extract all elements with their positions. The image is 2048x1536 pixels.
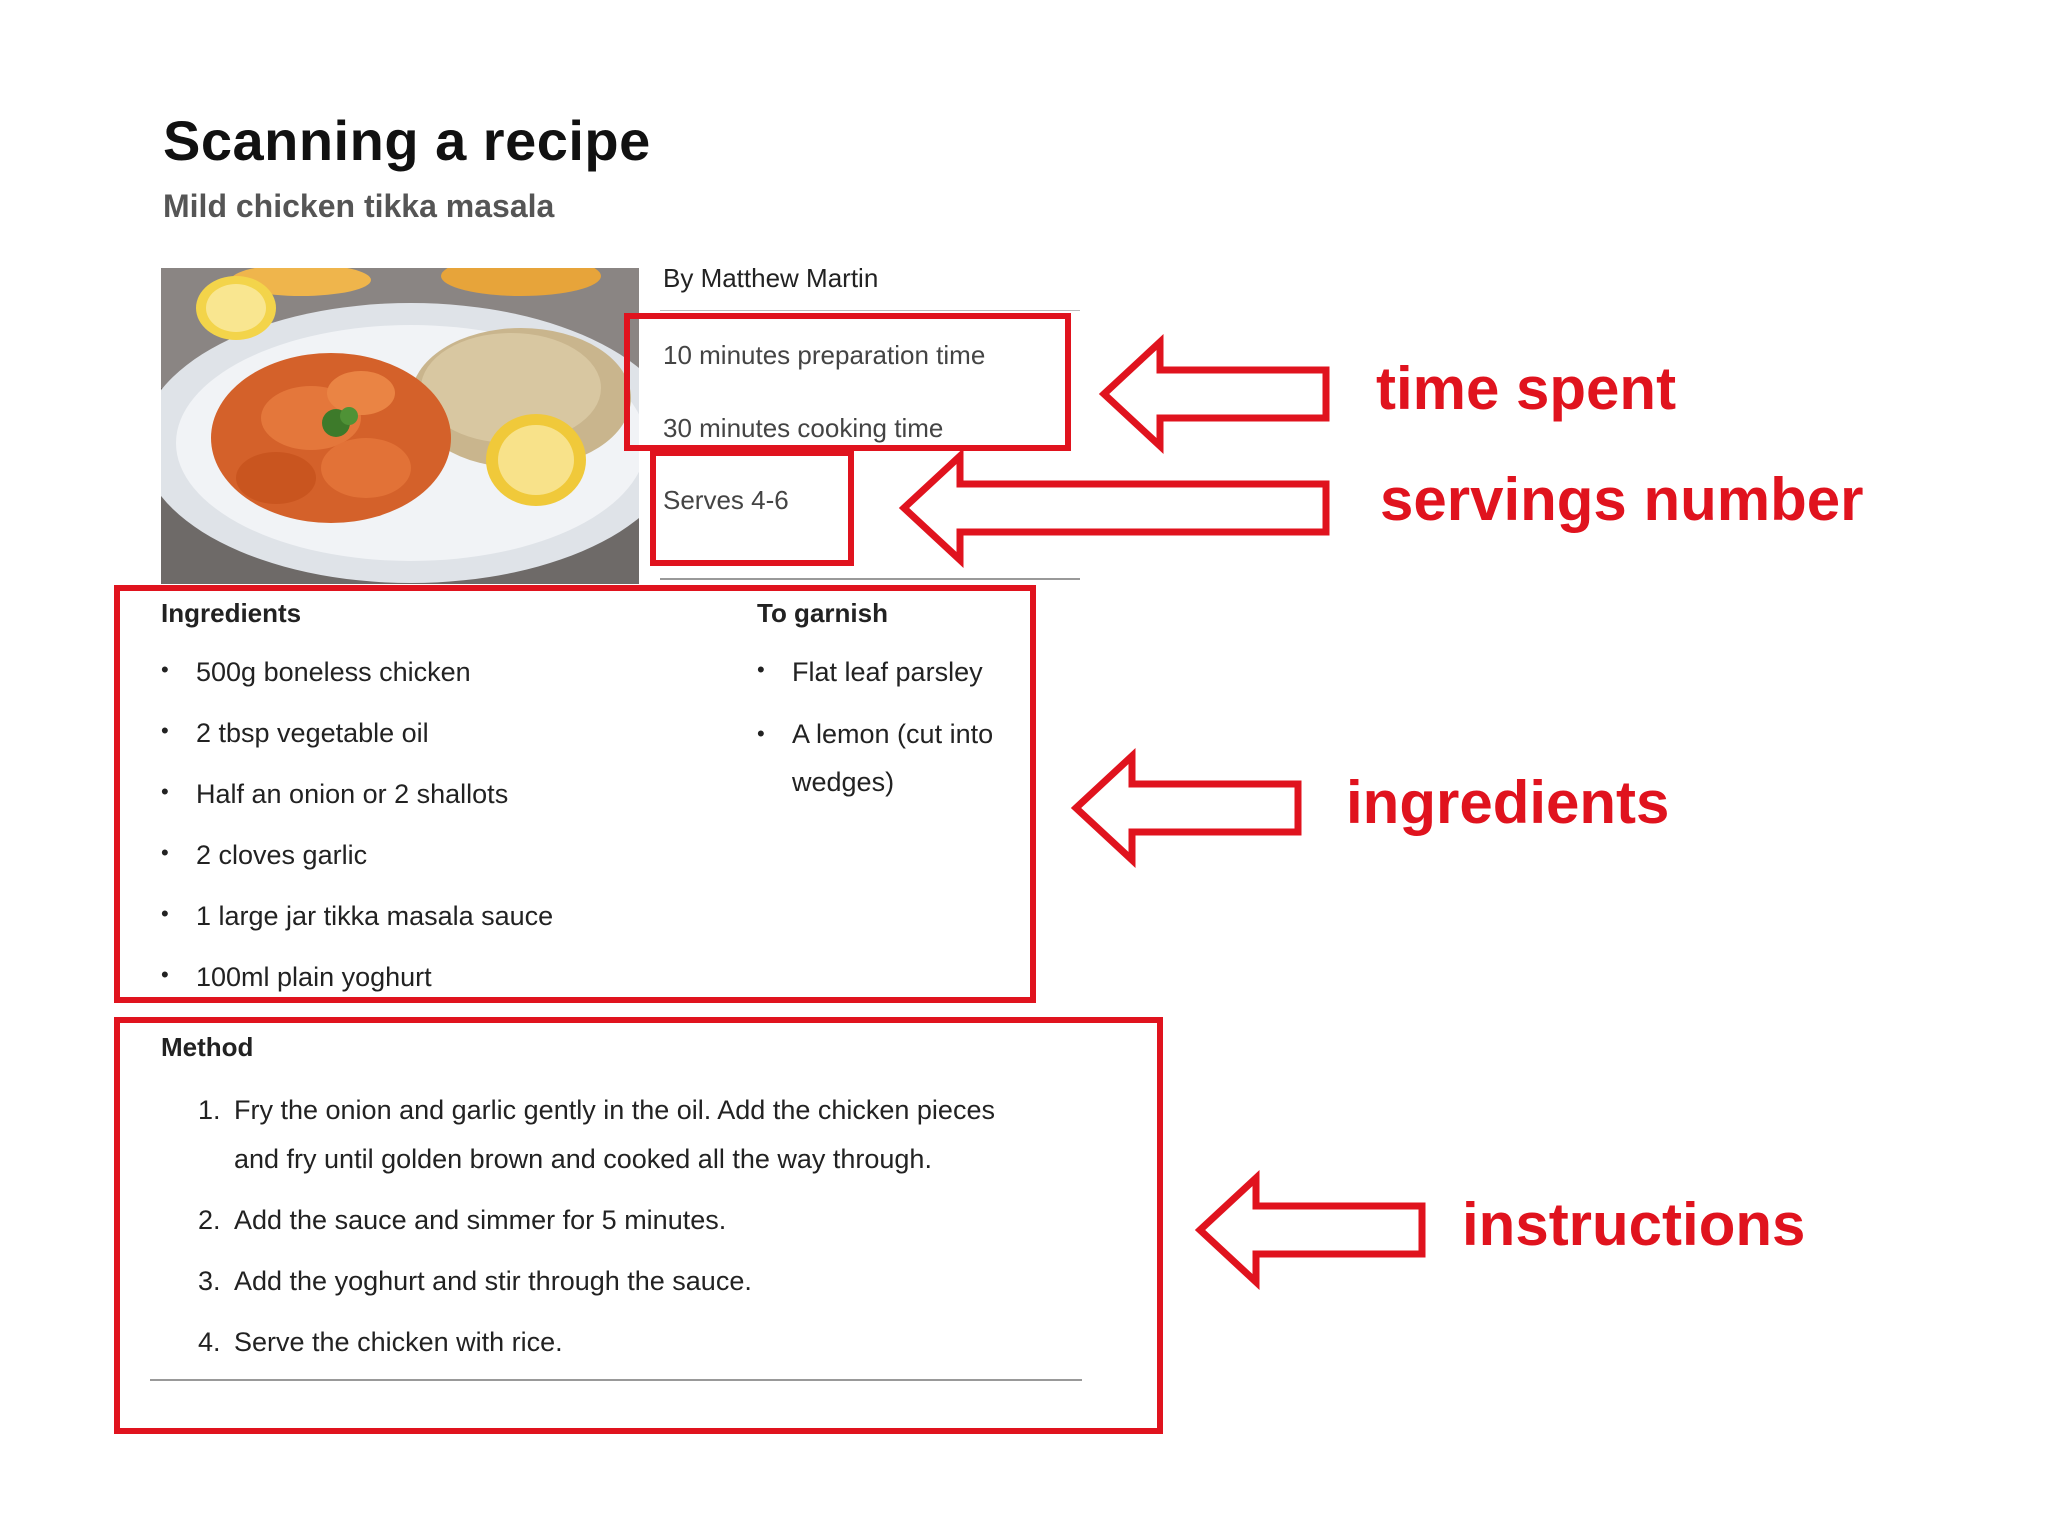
method-step: 4. Serve the chicken with rice.	[198, 1318, 1038, 1367]
callout-servings-number: servings number	[1380, 466, 1864, 533]
servings-text: Serves 4-6	[663, 485, 789, 515]
method-heading: Method	[161, 1032, 254, 1062]
callout-time-spent: time spent	[1376, 355, 1677, 422]
ingredients-highlight-box	[114, 585, 1036, 1003]
step-text: Add the sauce and simmer for 5 minutes.	[234, 1205, 727, 1235]
ingredients-list: 500g boneless chicken 2 tbsp vegetable o…	[161, 657, 721, 1023]
dish-photo	[161, 268, 639, 584]
chicken-tikka-plate-image	[161, 268, 639, 584]
method-step: 2. Add the sauce and simmer for 5 minutes…	[198, 1196, 1038, 1245]
step-number: 2.	[198, 1205, 221, 1235]
method-list: 1. Fry the onion and garlic gently in the…	[198, 1086, 1038, 1379]
callout-ingredients: ingredients	[1346, 769, 1670, 836]
arrow-left-icon	[898, 447, 1330, 569]
garnish-heading: To garnish	[757, 598, 888, 628]
step-number: 4.	[198, 1327, 221, 1357]
callout-instructions: instructions	[1462, 1191, 1806, 1258]
cook-time: 30 minutes cooking time	[663, 413, 944, 443]
method-step: 3. Add the yoghurt and stir through the s…	[198, 1257, 1038, 1306]
ingredient-item: 2 cloves garlic	[161, 840, 721, 901]
arrow-left-icon	[1194, 1169, 1426, 1291]
time-highlight-box	[624, 313, 1071, 451]
recipe-name: Mild chicken tikka masala	[163, 188, 555, 224]
ingredient-item: 2 tbsp vegetable oil	[161, 718, 721, 779]
ingredient-item: 500g boneless chicken	[161, 657, 721, 718]
ingredients-heading: Ingredients	[161, 598, 302, 628]
divider	[660, 578, 1080, 580]
servings-highlight-box	[650, 450, 854, 566]
garnish-item: Flat leaf parsley	[757, 657, 1027, 718]
instructions-highlight-box	[114, 1017, 1163, 1434]
recipe-author: By Matthew Martin	[663, 263, 879, 293]
arrow-left-icon	[1098, 333, 1330, 455]
garnish-list: Flat leaf parsley A lemon (cut into wedg…	[757, 657, 1027, 806]
step-text: Serve the chicken with rice.	[234, 1327, 563, 1357]
garnish-item: A lemon (cut into wedges)	[757, 710, 1027, 806]
step-number: 1.	[198, 1095, 221, 1125]
method-step: 1. Fry the onion and garlic gently in the…	[198, 1086, 1038, 1184]
divider	[150, 1379, 1082, 1381]
arrow-left-icon	[1070, 747, 1302, 869]
ingredient-item: 1 large jar tikka masala sauce	[161, 901, 721, 962]
page-title: Scanning a recipe	[163, 109, 651, 172]
step-number: 3.	[198, 1266, 221, 1296]
step-text: Fry the onion and garlic gently in the o…	[234, 1095, 995, 1174]
step-text: Add the yoghurt and stir through the sau…	[234, 1266, 752, 1296]
ingredient-item: 100ml plain yoghurt	[161, 962, 721, 1023]
ingredient-item: Half an onion or 2 shallots	[161, 779, 721, 840]
prep-time: 10 minutes preparation time	[663, 340, 986, 370]
divider	[660, 310, 1080, 311]
